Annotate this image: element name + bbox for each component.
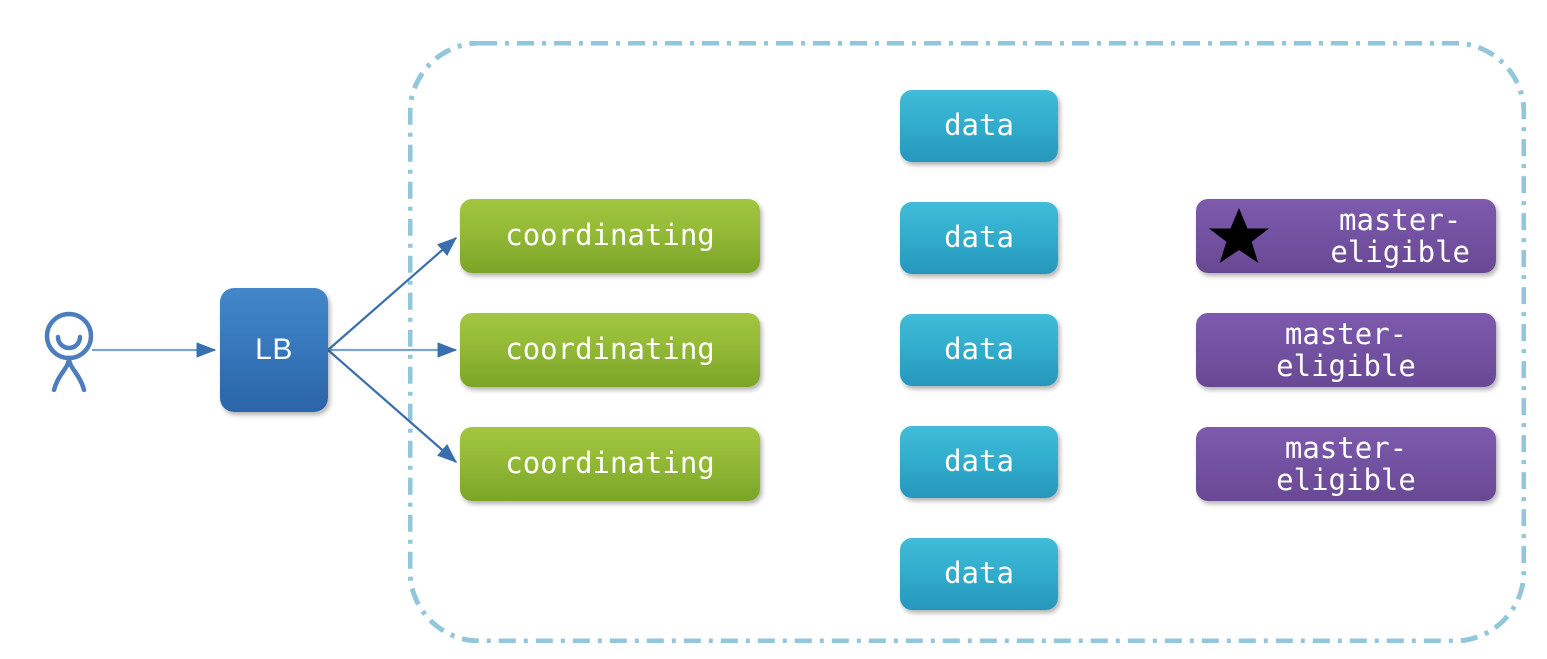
- data-node-4[interactable]: data: [900, 426, 1058, 498]
- data-node-2-label: data: [944, 220, 1014, 255]
- data-node-4-label: data: [944, 444, 1014, 479]
- load-balancer-node[interactable]: LB: [220, 288, 328, 412]
- data-node-5[interactable]: data: [900, 538, 1058, 610]
- star-icon: [1209, 208, 1269, 263]
- load-balancer-label: LB: [255, 332, 293, 366]
- master-eligible-node-3[interactable]: master- eligible: [1196, 427, 1496, 501]
- coordinating-node-3[interactable]: coordinating: [460, 427, 760, 501]
- data-node-2[interactable]: data: [900, 202, 1058, 274]
- coordinating-node-1-label: coordinating: [505, 218, 715, 253]
- data-node-5-label: data: [944, 556, 1014, 591]
- master-eligible-node-2[interactable]: master- eligible: [1196, 313, 1496, 387]
- coordinating-node-3-label: coordinating: [505, 446, 715, 481]
- coordinating-node-1[interactable]: coordinating: [460, 199, 760, 273]
- coordinating-node-2-label: coordinating: [505, 332, 715, 367]
- arrow-lb-to-coordinating-1: [327, 237, 457, 351]
- data-node-1[interactable]: data: [900, 90, 1058, 162]
- user-person-icon: [44, 311, 94, 392]
- data-node-3-label: data: [944, 332, 1014, 367]
- data-node-3[interactable]: data: [900, 314, 1058, 386]
- master-eligible-node-1[interactable]: master- eligible: [1196, 199, 1496, 273]
- master-eligible-node-1-label: master- eligible: [1330, 202, 1470, 269]
- coordinating-node-2[interactable]: coordinating: [460, 313, 760, 387]
- data-node-1-label: data: [944, 108, 1014, 143]
- master-eligible-node-2-label: master- eligible: [1276, 316, 1416, 383]
- master-eligible-node-3-label: master- eligible: [1276, 430, 1416, 497]
- arrow-lb-to-coordinating-3: [327, 349, 457, 463]
